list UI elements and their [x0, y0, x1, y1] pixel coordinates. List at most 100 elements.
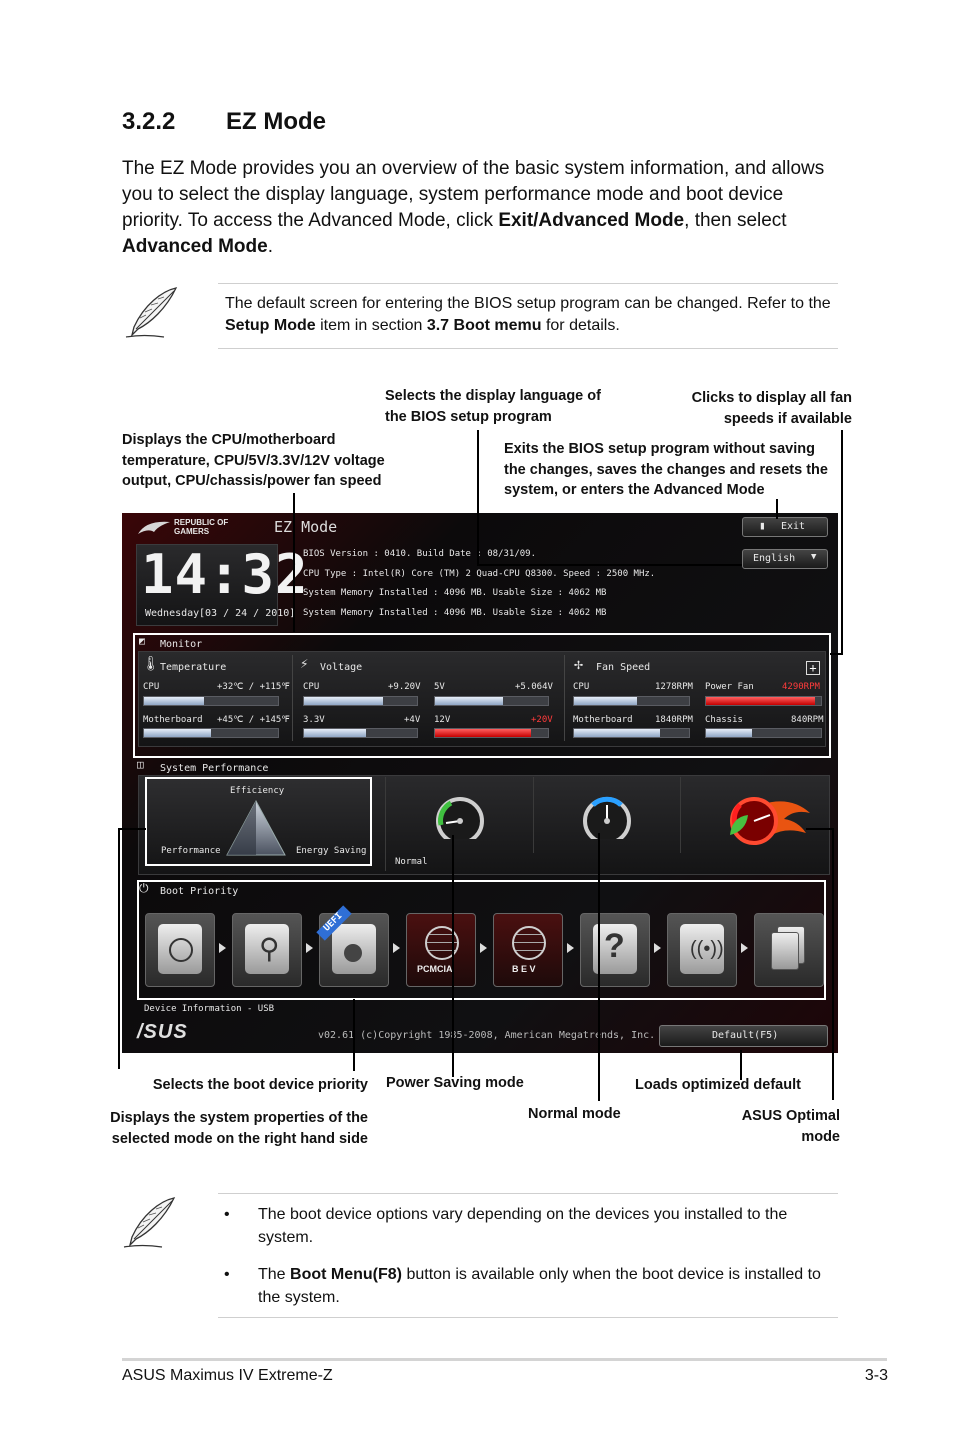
temp-mb-bar — [143, 728, 279, 738]
leader-line — [841, 430, 843, 655]
note-box-top: The default screen for entering the BIOS… — [218, 283, 838, 349]
boot-arrow-icon — [306, 943, 313, 953]
exit-button[interactable]: ▮ Exit — [742, 517, 828, 537]
boot-device-usb[interactable]: ⚲ — [232, 913, 302, 987]
callout-language: Selects the display language of the BIOS… — [385, 388, 601, 425]
temp-mb-value: +45℃ / +145℉ — [217, 715, 290, 725]
fan-mb-name: Motherboard — [573, 715, 633, 725]
monitor-highlight — [133, 633, 831, 758]
fan-mb-value: 1840RPM — [655, 715, 693, 725]
boot-arrow-icon — [741, 943, 748, 953]
fan-expand-button[interactable]: + — [806, 661, 820, 675]
monitor-divider — [292, 655, 293, 741]
power-saving-gauge-icon[interactable] — [433, 795, 487, 839]
intro-bold-exit: Exit/Advanced Mode — [498, 210, 685, 231]
note-bold: 3.7 Boot memu — [426, 317, 542, 334]
volt-5v-bar — [434, 696, 549, 706]
leader-line — [452, 835, 454, 1077]
boot-device-unknown[interactable]: ? — [580, 913, 650, 987]
volt-5v-value: +5.064V — [515, 682, 553, 692]
leader-line — [477, 564, 742, 566]
fan-cpu-value: 1278RPM — [655, 682, 693, 692]
leader-line — [740, 1050, 742, 1080]
section-title: EZ Mode — [226, 108, 326, 135]
monitor-label: Monitor — [160, 639, 203, 650]
removable-disk-icon — [771, 932, 799, 970]
info-memory: System Memory Installed : 4096 MB. Usabl… — [303, 588, 607, 598]
chevron-down-icon: ▼ — [811, 552, 817, 562]
bar-fill — [574, 729, 661, 737]
fan-power-bar — [705, 696, 822, 706]
boot-device-hdd[interactable] — [145, 913, 215, 987]
bar-fill — [435, 729, 532, 737]
note-span: The default screen for entering the BIOS… — [225, 295, 831, 312]
clock-day: Wednesday — [145, 608, 200, 619]
performance-icon: ◫ — [137, 758, 144, 771]
default-button-label: Default(F5) — [712, 1030, 779, 1041]
boot-device-pcmcia[interactable]: PCMCIA — [406, 913, 476, 987]
globe-icon — [512, 926, 546, 960]
bar-fill — [435, 697, 503, 705]
brand-line2: GAMERS — [174, 527, 210, 536]
leader-line — [293, 493, 295, 632]
asus-optimal-gauge-icon[interactable] — [720, 791, 812, 847]
fan-cpu-bar — [573, 696, 690, 706]
note-span: for details. — [541, 317, 620, 334]
monitor-icon: ◩ — [139, 636, 146, 647]
volt-33v-bar — [303, 728, 418, 738]
section-number: 3.2.2 — [122, 108, 176, 135]
temp-cpu-name: CPU — [143, 682, 160, 692]
boot-arrow-icon — [567, 943, 574, 953]
boot-arrow-icon — [219, 943, 226, 953]
boot-device-optical[interactable] — [319, 913, 389, 987]
clock-panel: 14:32 Wednesday [03 / 24 / 2010] — [136, 543, 308, 626]
leader-line — [118, 828, 146, 830]
voltage-label: Voltage — [320, 662, 363, 673]
optical-disc-icon — [344, 944, 362, 962]
note-bold: Boot Menu(F8) — [290, 1266, 402, 1283]
leader-line — [830, 653, 843, 655]
leader-line — [598, 833, 600, 1101]
callout-normal-mode: Normal mode — [528, 1106, 621, 1122]
note-box-bottom: The boot device options vary depending o… — [218, 1193, 838, 1318]
language-select[interactable]: English ▼ — [742, 549, 828, 569]
fan-chassis-bar — [705, 728, 822, 738]
note-item-boot-menu: The Boot Menu(F8) button is available on… — [218, 1263, 830, 1309]
fan-chassis-name: Chassis — [705, 715, 743, 725]
exit-door-icon: ▮ — [759, 519, 766, 532]
leader-line — [477, 430, 479, 566]
bar-fill — [144, 697, 205, 705]
copyright-text: v02.61 (c)Copyright 1985-2008, American … — [318, 1030, 656, 1041]
default-button[interactable]: Default(F5) — [659, 1025, 828, 1047]
clock-date: [03 / 24 / 2010] — [199, 608, 296, 619]
normal-gauge-icon[interactable] — [580, 795, 634, 839]
boot-arrow-icon — [654, 943, 661, 953]
fan-mb-bar — [573, 728, 690, 738]
fan-chassis-value: 840RPM — [791, 715, 824, 725]
intro-text: . — [267, 236, 273, 257]
boot-priority-label: Boot Priority — [160, 886, 239, 897]
usb-symbol-icon: ⚲ — [259, 933, 280, 964]
performance-divider — [533, 777, 534, 853]
wireless-icon: ((•)) — [690, 938, 724, 960]
performance-triangle-box[interactable]: Efficiency Performance Energy Saving — [145, 777, 372, 866]
leader-line — [776, 499, 778, 519]
boot-device-network[interactable]: ((•)) — [667, 913, 737, 987]
callout-loads-default: Loads optimized default — [635, 1077, 801, 1093]
volt-12v-name: 12V — [434, 715, 451, 725]
intro-paragraph: The EZ Mode provides you an overview of … — [122, 156, 842, 260]
rog-logo-icon — [138, 521, 170, 534]
bar-fill — [574, 697, 638, 705]
callout-monitor: Displays the CPU/motherboard temperature… — [122, 432, 385, 489]
note-item-boot-options: The boot device options vary depending o… — [218, 1203, 830, 1249]
boot-device-bev[interactable]: B E V — [493, 913, 563, 987]
callout-exit: Exits the BIOS setup program without sav… — [504, 441, 828, 498]
leader-line — [832, 828, 834, 1100]
mode-triangle-icon — [226, 799, 286, 856]
performance-divider — [385, 777, 386, 871]
info-bios-version: BIOS Version : 0410. Build Date : 08/31/… — [303, 549, 536, 559]
bar-fill — [706, 697, 816, 705]
monitor-divider — [564, 655, 565, 741]
boot-device-removable[interactable] — [754, 913, 824, 987]
note-text: The default screen for entering the BIOS… — [225, 293, 838, 337]
